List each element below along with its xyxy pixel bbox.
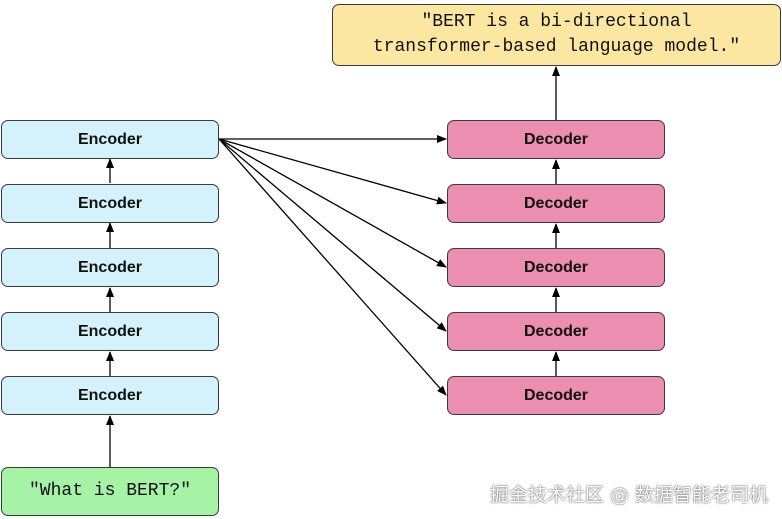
arrow-encoder-to-decoder-4 xyxy=(218,138,447,332)
encoder-block-5: Encoder xyxy=(1,120,219,159)
arrow-encoder-to-decoder-5 xyxy=(218,138,447,396)
decoder-block-1: Decoder xyxy=(447,120,665,159)
output-line-1: "BERT is a bi-directional xyxy=(421,12,692,32)
arrow-encoder-to-decoder-2 xyxy=(218,138,447,205)
output-text-box: "BERT is a bi-directional transformer-ba… xyxy=(332,4,781,66)
input-text-box: "What is BERT?" xyxy=(1,467,219,516)
decoder-block-5: Decoder xyxy=(447,376,665,415)
decoder-block-4: Decoder xyxy=(447,312,665,351)
decoder-block-2: Decoder xyxy=(447,184,665,223)
decoder-block-3: Decoder xyxy=(447,248,665,287)
encoder-block-2: Encoder xyxy=(1,312,219,351)
encoder-block-1: Encoder xyxy=(1,376,219,415)
watermark: 掘金技术社区 @ 数据智能老司机 xyxy=(489,484,768,506)
encoder-block-4: Encoder xyxy=(1,184,219,223)
input-text: "What is BERT?" xyxy=(28,481,192,501)
arrow-encoder-to-decoder-3 xyxy=(218,138,447,268)
output-line-2: transformer-based language model." xyxy=(372,37,741,57)
encoder-block-3: Encoder xyxy=(1,248,219,287)
